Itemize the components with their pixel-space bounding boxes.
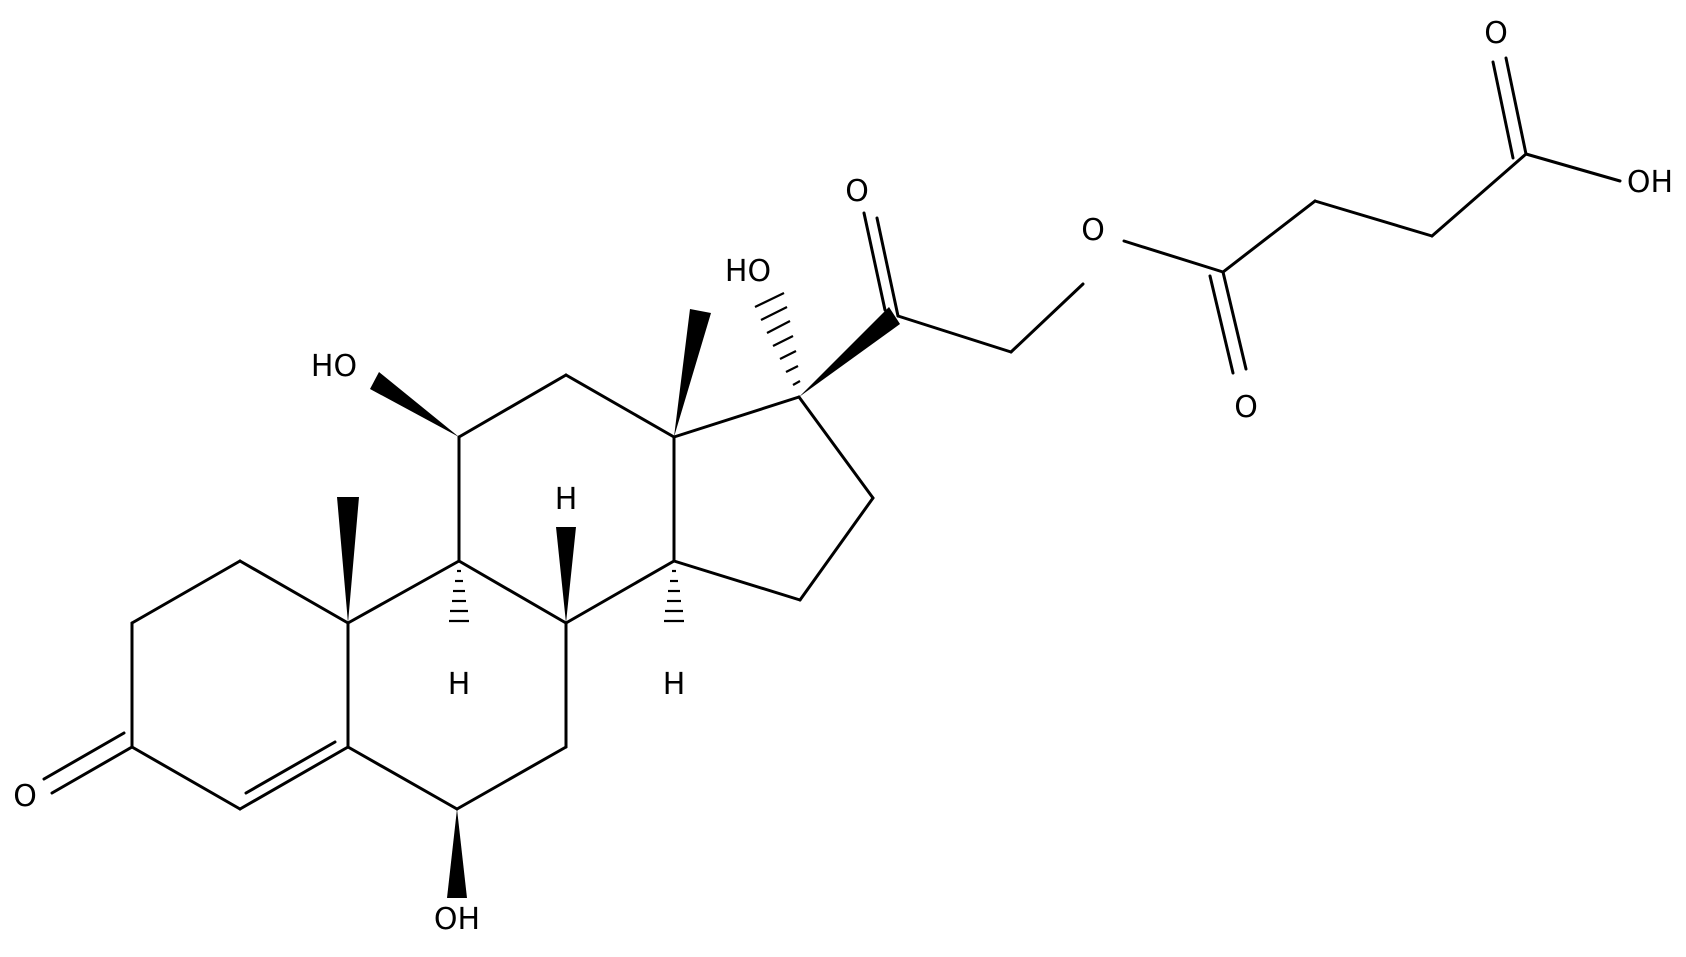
wedge-c13-methyl bbox=[674, 309, 711, 437]
bond-c20-c21 bbox=[896, 314, 1013, 354]
bond-c4-c5 bbox=[238, 745, 350, 811]
bond-oester-cester bbox=[1122, 239, 1225, 274]
bond-c6-c7 bbox=[455, 745, 568, 811]
label-oh-acid: OH bbox=[1627, 165, 1673, 200]
wedge-c6-oh bbox=[447, 809, 467, 898]
bond-c5-c6 bbox=[346, 745, 459, 811]
label-o-acid-carbonyl: O bbox=[1484, 16, 1508, 51]
bond-c14-c8 bbox=[564, 559, 676, 625]
wedge-c8-h bbox=[556, 527, 576, 623]
bond-c12-c13 bbox=[564, 373, 676, 439]
label-oh-6: OH bbox=[434, 902, 480, 937]
bond-c20-o bbox=[875, 216, 900, 318]
wedge-bonds bbox=[337, 307, 900, 898]
bond-cacid-oh bbox=[1524, 152, 1622, 183]
label-o-20-keto: O bbox=[845, 174, 869, 209]
label-ho-17: HO bbox=[725, 254, 771, 289]
hash-c17-oh bbox=[754, 292, 801, 386]
label-h-9: H bbox=[448, 667, 471, 702]
wedge-c11-oh bbox=[370, 372, 459, 437]
bond-cester-o-double bbox=[1208, 274, 1235, 375]
label-h-14: H bbox=[663, 667, 686, 702]
bond-c3-c4 bbox=[130, 745, 242, 811]
bond-c14-c15 bbox=[672, 559, 802, 602]
wedge-c10-methyl bbox=[337, 497, 359, 623]
bond-c4-c5-double bbox=[244, 740, 337, 795]
label-o-ester: O bbox=[1081, 213, 1105, 248]
label-ho-11: HO bbox=[311, 349, 357, 384]
atom-labels: O OH HO HO O O O O OH H H H bbox=[13, 16, 1673, 937]
bond-c8-c9 bbox=[457, 559, 568, 625]
bond-cester-ch2a bbox=[1221, 199, 1317, 274]
bond-cacid-o-double bbox=[1491, 60, 1515, 160]
wedge-c17-c20 bbox=[799, 307, 900, 397]
bond-cester-o bbox=[1221, 270, 1248, 371]
label-o-3-keto: O bbox=[13, 779, 37, 814]
bond-c11-c12 bbox=[457, 373, 568, 439]
bond-c9-c10 bbox=[346, 559, 461, 625]
bond-c1-c2 bbox=[130, 559, 242, 625]
hash-c9-h bbox=[449, 569, 469, 623]
bond-c17-c13 bbox=[672, 395, 801, 439]
hash-bonds bbox=[449, 292, 801, 623]
bond-cacid-o bbox=[1504, 56, 1528, 156]
bond-c3-o-double bbox=[42, 731, 126, 781]
label-h-8: H bbox=[555, 482, 578, 517]
bond-ch2b-cacid bbox=[1430, 152, 1528, 238]
bond-c16-c17 bbox=[797, 395, 875, 500]
bond-c3-o bbox=[50, 745, 134, 795]
bond-c10-c1 bbox=[238, 559, 350, 625]
label-o-ester-carbonyl: O bbox=[1234, 390, 1258, 425]
bond-c15-c16 bbox=[798, 496, 875, 602]
skeleton-bonds bbox=[42, 56, 1622, 811]
bond-c21-oester bbox=[1009, 282, 1085, 354]
bond-c20-o-double bbox=[862, 211, 887, 312]
bond-ch2a-ch2b bbox=[1313, 199, 1434, 238]
hash-c14-h bbox=[664, 569, 684, 623]
